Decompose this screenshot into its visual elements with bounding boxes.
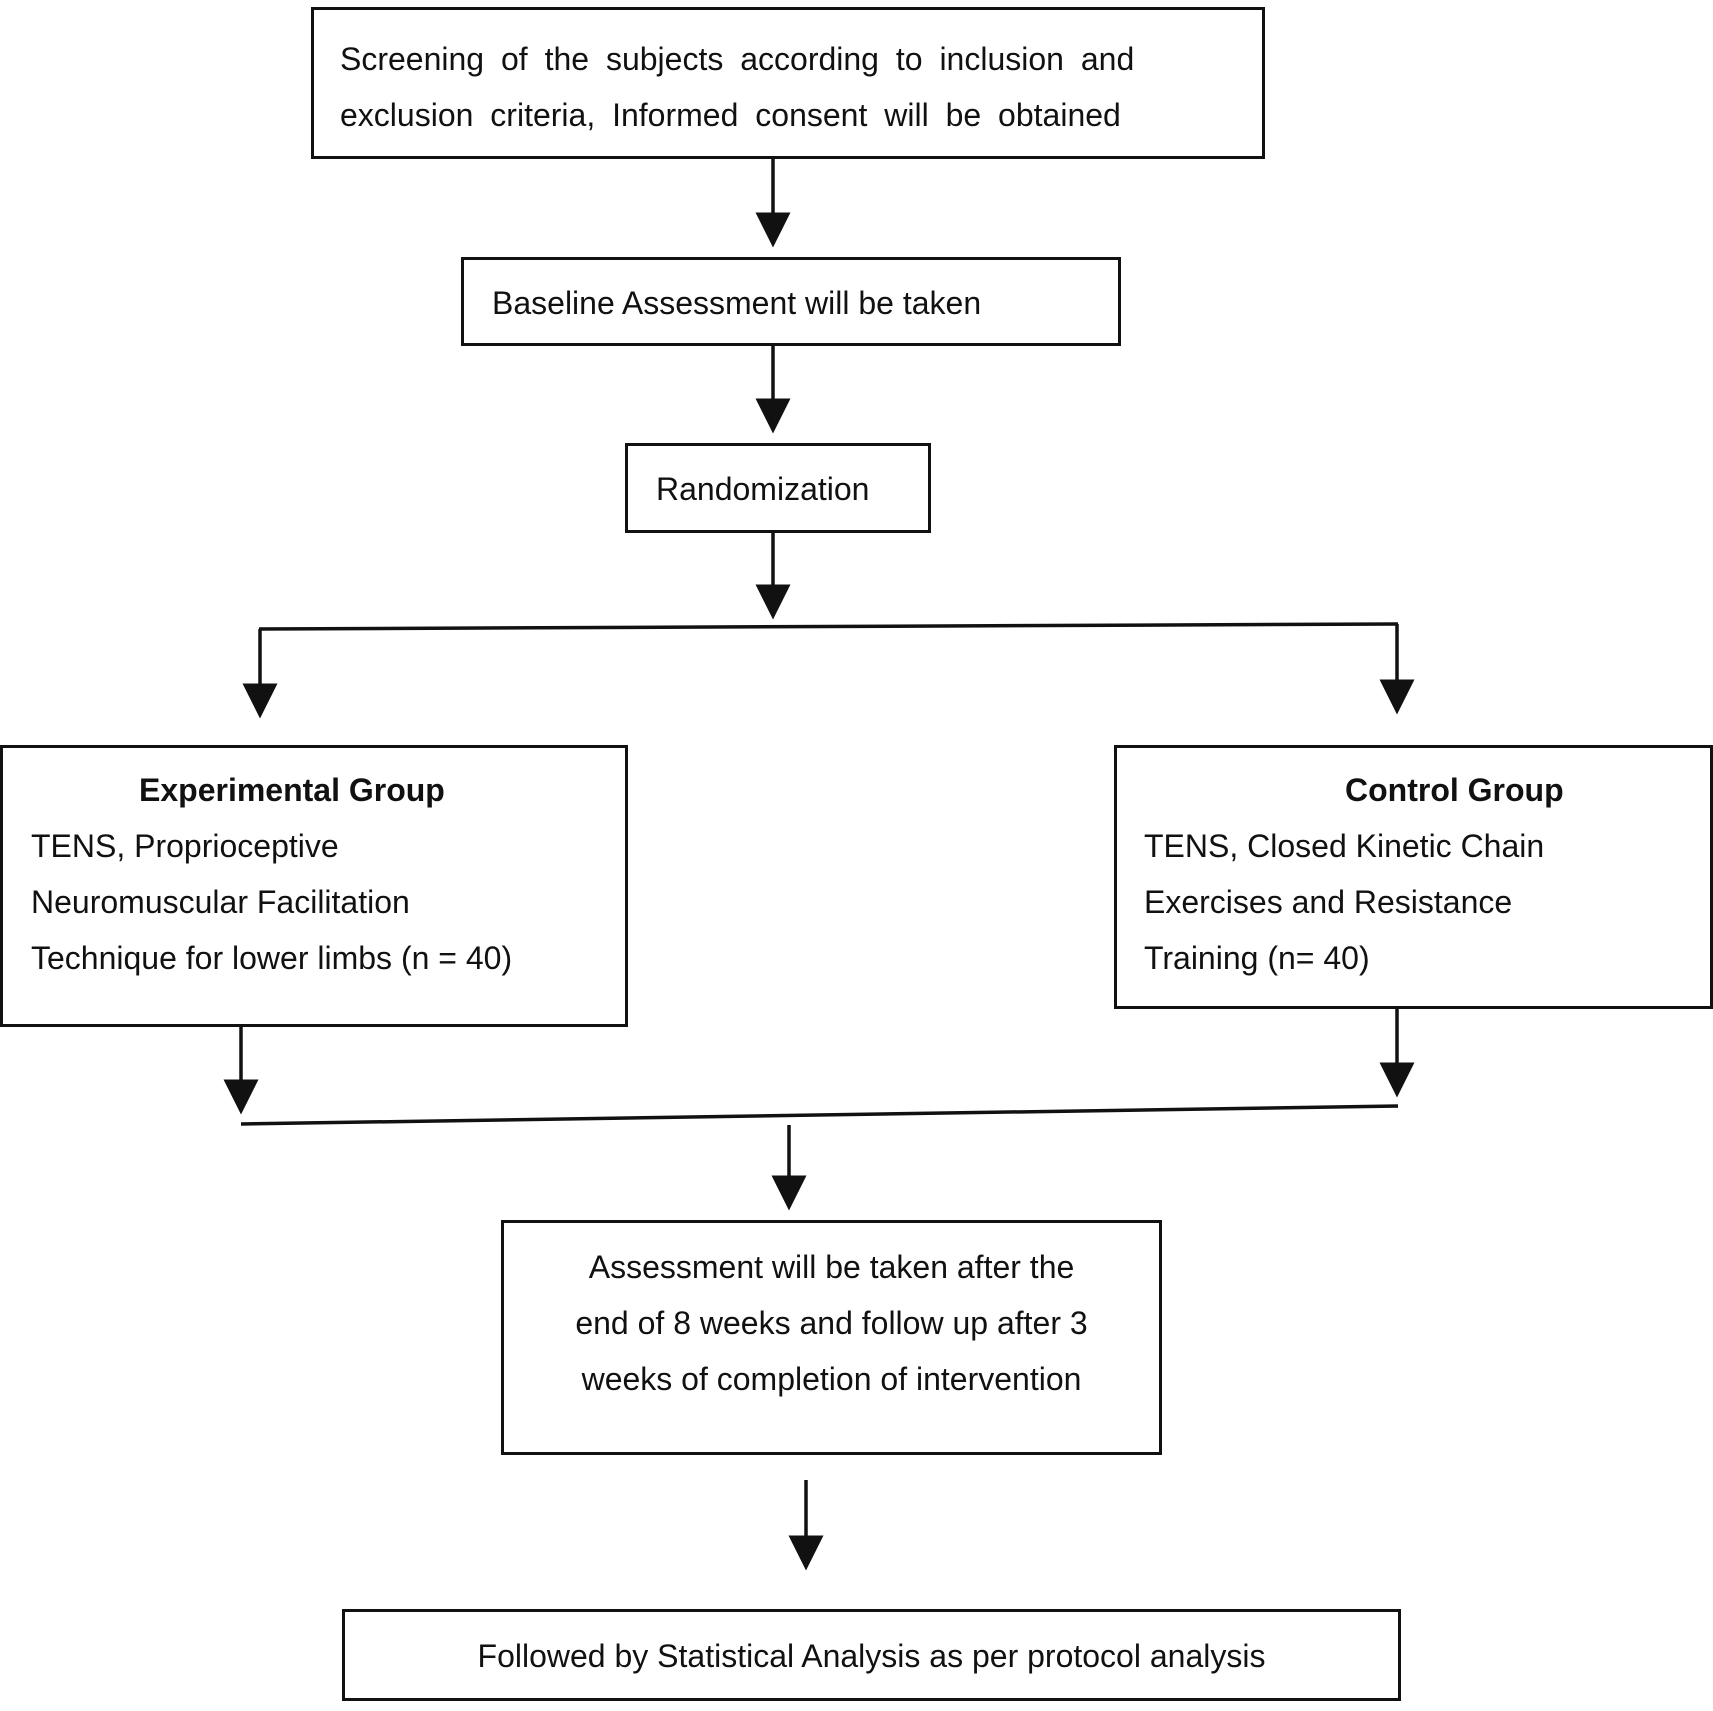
baseline-box: Baseline Assessment will be taken [461, 257, 1121, 346]
experimental-group-box: Experimental Group TENS, Proprioceptive … [0, 745, 628, 1027]
screening-line-1: Screening of the subjects according to i… [340, 41, 1135, 77]
experimental-group-line-1: TENS, Proprioceptive [31, 828, 339, 864]
control-group-box: Control Group TENS, Closed Kinetic Chain… [1114, 745, 1713, 1009]
follow-up-assessment-box: Assessment will be taken after the end o… [501, 1220, 1162, 1455]
randomization-box: Randomization [625, 443, 931, 533]
baseline-text: Baseline Assessment will be taken [492, 285, 982, 321]
follow-up-assessment-line-3: weeks of completion of intervention [581, 1361, 1082, 1397]
experimental-group-line-3: Technique for lower limbs (n = 40) [31, 940, 513, 976]
split-line [258, 622, 1399, 631]
follow-up-assessment-line-2: end of 8 weeks and follow up after 3 [575, 1305, 1088, 1341]
statistical-analysis-box: Followed by Statistical Analysis as per … [342, 1609, 1401, 1701]
screening-box: Screening of the subjects according to i… [311, 7, 1265, 159]
screening-line-2: exclusion criteria, Informed consent wil… [340, 97, 1121, 133]
statistical-analysis-text: Followed by Statistical Analysis as per … [477, 1638, 1266, 1674]
control-group-line-1: TENS, Closed Kinetic Chain [1144, 828, 1545, 864]
experimental-group-line-2: Neuromuscular Facilitation [31, 884, 410, 920]
follow-up-assessment-line-1: Assessment will be taken after the [588, 1249, 1075, 1285]
experimental-group-heading: Experimental Group [139, 772, 445, 808]
merge-line [240, 1104, 1399, 1126]
control-group-line-3: Training (n= 40) [1144, 940, 1370, 976]
control-group-heading: Control Group [1345, 772, 1564, 808]
control-group-line-2: Exercises and Resistance [1144, 884, 1513, 920]
randomization-text: Randomization [656, 471, 870, 507]
